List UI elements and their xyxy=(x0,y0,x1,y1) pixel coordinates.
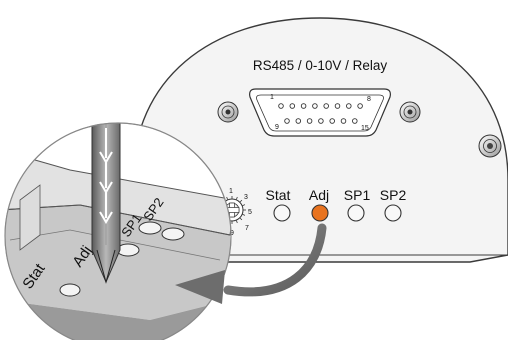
dsub-connector: 1 8 9 15 xyxy=(217,88,421,137)
connector-pin xyxy=(295,118,302,124)
rotary-tick-3: 3 xyxy=(244,194,248,201)
led-sp1: SP1 xyxy=(344,187,371,222)
rotary-tick-mark xyxy=(236,220,238,224)
connector-pin xyxy=(340,118,347,124)
led-stat-label: Stat xyxy=(266,187,291,203)
rotary-tick-mark xyxy=(242,214,246,216)
rotary-tick-mark xyxy=(226,196,228,200)
rotary-tick-mark xyxy=(239,199,243,203)
interface-title: RS485 / 0-10V / Relay xyxy=(253,58,388,73)
rotary-tick-9: 9 xyxy=(230,230,234,237)
rotary-tick-5: 5 xyxy=(248,209,252,216)
connector-pin xyxy=(306,118,313,124)
led-adj: Adj xyxy=(309,187,329,222)
rotary-tick-mark xyxy=(242,204,246,206)
adj-led-indicator xyxy=(311,204,329,222)
pin-label-first-bottom: 9 xyxy=(275,124,279,131)
led-sp1-label: SP1 xyxy=(344,187,371,203)
pin-label-last-top: 8 xyxy=(367,96,371,103)
curved-pointer-arrow-icon xyxy=(175,223,327,304)
rotary-tick-mark xyxy=(239,217,243,221)
led-adj-label: Adj xyxy=(309,187,329,203)
rotary-tick-mark xyxy=(236,196,238,200)
connector-pin xyxy=(357,103,363,109)
connector-pin xyxy=(323,103,329,109)
pin-label-last-bottom: 15 xyxy=(361,125,369,132)
rotary-tick-7: 7 xyxy=(245,225,249,232)
connector-pin xyxy=(300,103,307,109)
connector-pin xyxy=(352,118,358,124)
connector-pins xyxy=(278,103,363,124)
led-sp2-label: SP2 xyxy=(380,187,407,203)
screw-right xyxy=(478,134,502,158)
connector-pin xyxy=(312,103,318,109)
connector-pin xyxy=(334,103,341,109)
connector-pin xyxy=(278,103,284,109)
connector-pin xyxy=(289,103,296,109)
connector-pin xyxy=(329,118,335,124)
pin-label-first-top: 1 xyxy=(270,94,274,101)
push-down-arrows-icon xyxy=(99,128,113,224)
connector-pin xyxy=(284,118,290,124)
connector-pin xyxy=(346,103,352,109)
connector-pin xyxy=(318,118,324,124)
led-stat: Stat xyxy=(266,187,291,222)
led-sp2: SP2 xyxy=(380,187,407,222)
rotary-tick-1: 1 xyxy=(229,188,233,195)
